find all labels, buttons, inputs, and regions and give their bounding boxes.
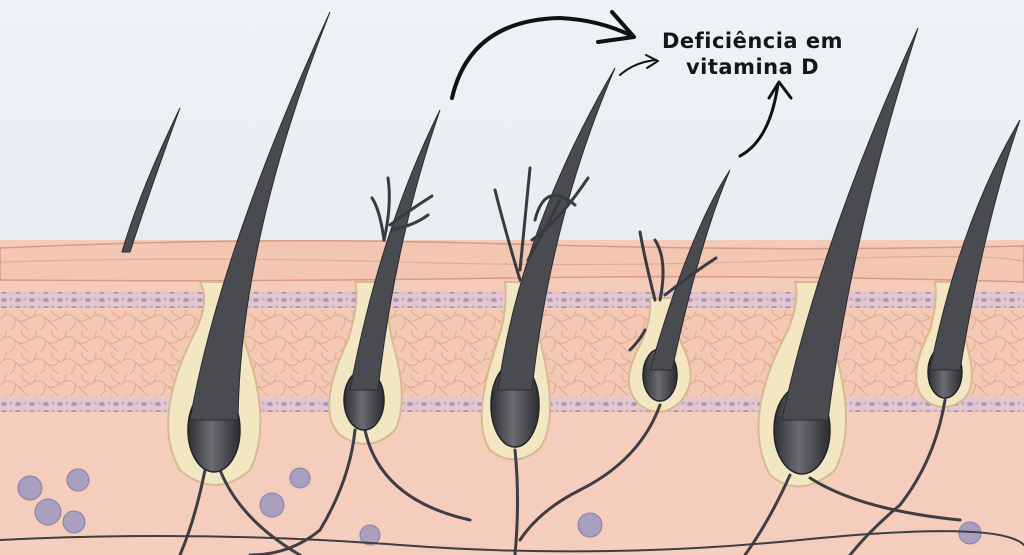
hair-shafts bbox=[121, 11, 1021, 421]
vitamin-d-deficiency-label: Deficiência em vitamina D bbox=[640, 28, 865, 80]
label-line-1: Deficiência em bbox=[661, 29, 844, 53]
label-line-2: vitamina D bbox=[685, 55, 820, 79]
arrow-large bbox=[450, 16, 634, 100]
hair-roots bbox=[0, 398, 1024, 555]
deficiency-arrows bbox=[450, 10, 793, 158]
arrow-large-head bbox=[596, 10, 636, 44]
damaged-hair-fibers bbox=[370, 166, 718, 352]
immune-cells bbox=[17, 467, 982, 546]
